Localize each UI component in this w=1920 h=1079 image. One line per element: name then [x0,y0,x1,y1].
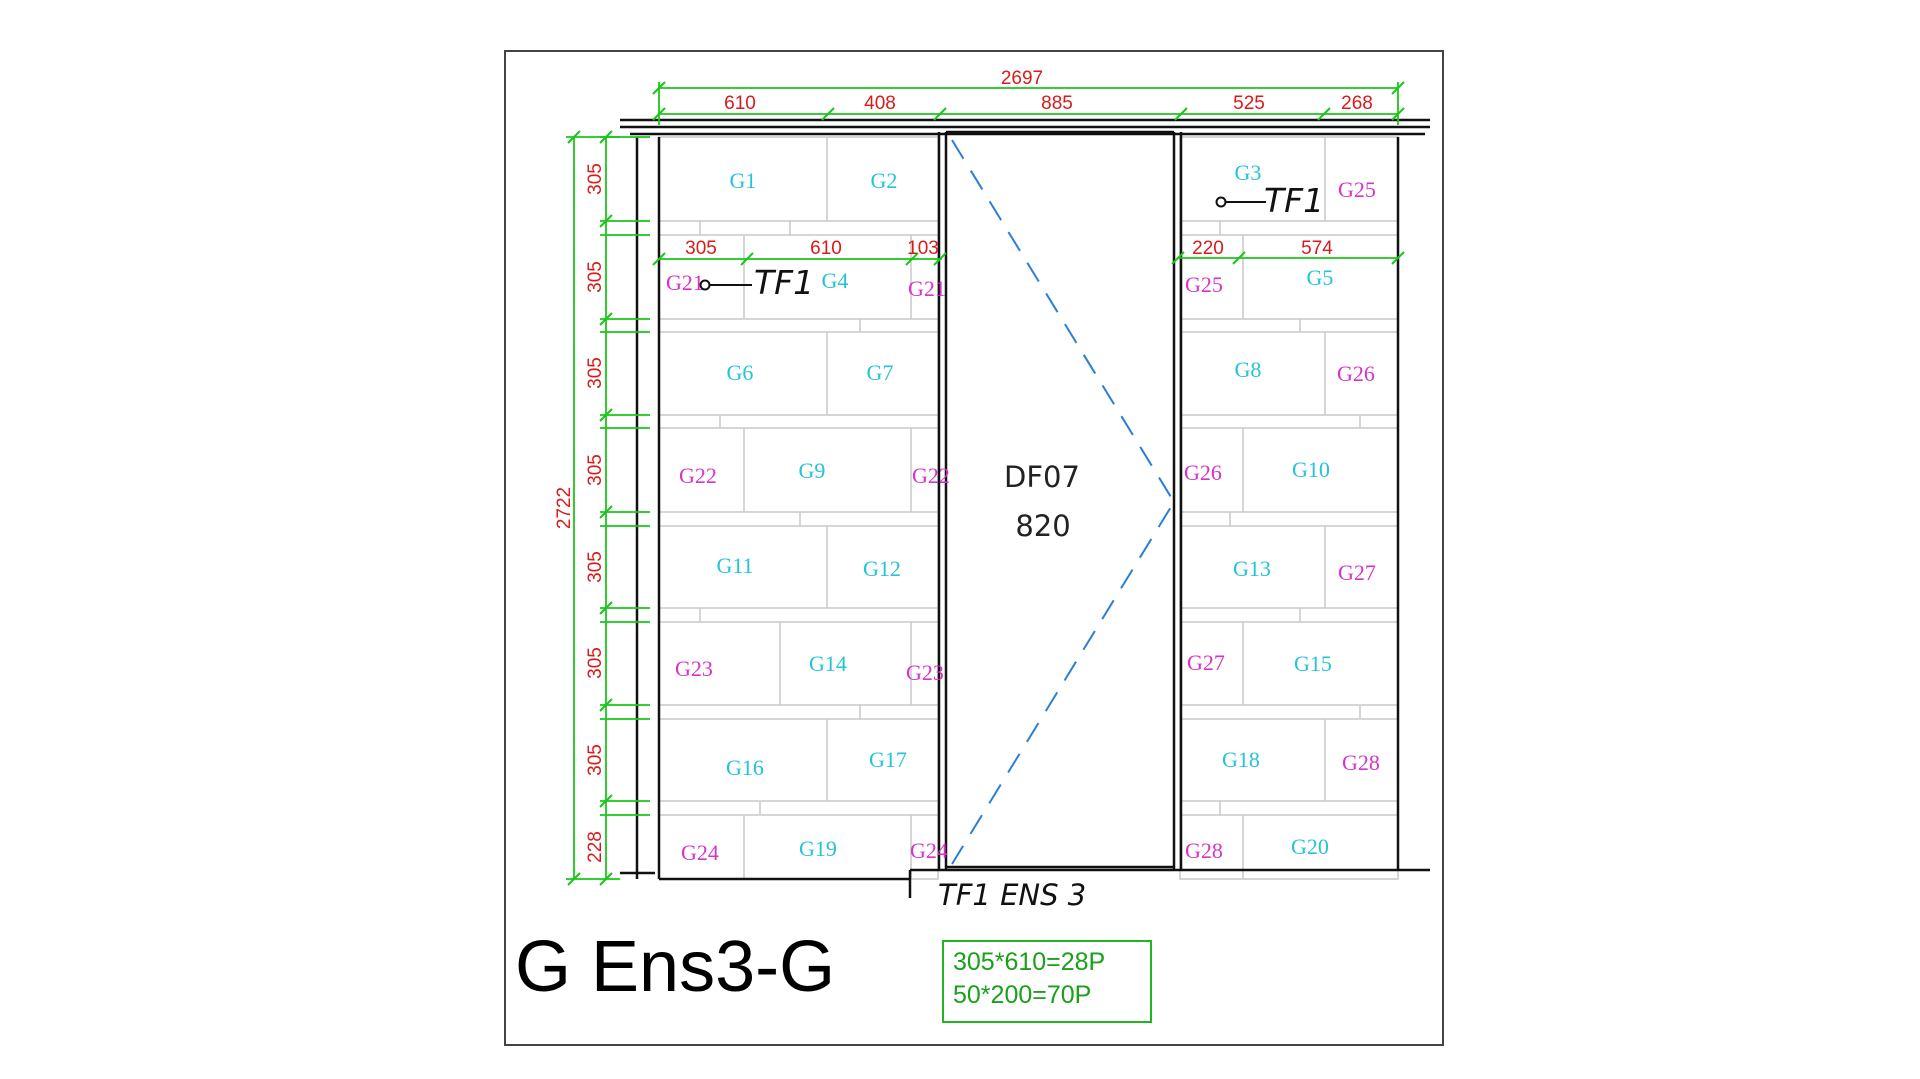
row-height-label: 228 [585,831,606,863]
bottom-note: TF1 ENS 3 [938,878,1086,912]
dimension-labels: 2697 610 408 885 525 268 305 610 103 220… [554,68,1373,863]
legend-box [942,940,1152,1023]
row-height-label: 305 [585,454,606,486]
inner-segment-label: 305 [685,238,717,259]
panel-label: G9 [799,458,826,483]
panel-label: G23 [675,656,713,681]
panel-label: G3 [1235,160,1262,185]
panel-label: G27 [1187,650,1225,675]
panel-label: G21 [908,276,946,301]
inner-segment-label: 610 [810,238,842,259]
panel-label: G15 [1294,651,1332,676]
tf1-marker-right: TF1 [1215,181,1324,220]
panel-label: G24 [910,838,948,863]
marker-dot-icon [699,279,711,291]
panel-label: G14 [809,651,847,676]
row-height-label: 305 [585,357,606,389]
panel-label: G28 [1342,750,1380,775]
panel-label: G8 [1235,357,1262,382]
panel-label: G22 [679,463,717,488]
panel-label: G26 [1184,460,1222,485]
door-code: DF07 [1004,460,1080,494]
panel-label: G10 [1292,457,1330,482]
drawing-title: G Ens3-G [515,927,835,1007]
panel-label: G21 [666,270,704,295]
tf1-label: TF1 [754,263,814,302]
panel-label: G17 [869,747,907,772]
panel-label: G7 [867,360,894,385]
top-segment-label: 525 [1233,93,1265,114]
panel-label: G11 [716,553,753,578]
row-height-label: 305 [585,647,606,679]
inner-segment-label: 220 [1192,238,1224,259]
row-height-label: 305 [585,261,606,293]
panel-labels-secondary: G21 G21 G22 G22 G23 G23 G24 G24 G25 G25 … [666,177,1380,865]
tf1-label: TF1 [1264,181,1324,220]
top-segment-label: 610 [724,93,756,114]
top-segment-label: 408 [864,93,896,114]
panel-label: G16 [726,755,764,780]
panel-label: G13 [1233,556,1271,581]
panel-label: G2 [871,168,898,193]
top-segment-label: 885 [1041,93,1073,114]
legend-line: 50*200=70P [953,981,1091,1009]
panel-label: G28 [1185,838,1223,863]
legend-line: 305*610=28P [953,948,1105,976]
panel-label: G22 [912,463,950,488]
panel-label: G1 [730,168,757,193]
inner-segment-label: 574 [1301,238,1333,259]
panel-label: G27 [1338,560,1376,585]
panel-label: G19 [799,836,837,861]
door-width: 820 [1015,509,1070,543]
panel-label: G12 [863,556,901,581]
panel-label: G23 [906,660,944,685]
panel-labels-primary: G1 G2 G3 G4 G5 G6 G7 G8 G9 G10 G11 G12 G… [716,160,1333,861]
overall-width-label: 2697 [1001,68,1043,89]
panel-label: G25 [1338,177,1376,202]
marker-dot-icon [1215,196,1227,208]
panel-label: G5 [1307,265,1334,290]
inner-segment-label: 103 [907,238,939,259]
panel-label: G25 [1185,272,1223,297]
top-segment-label: 268 [1341,93,1373,114]
panel-label: G18 [1222,747,1260,772]
panel-label: G4 [822,268,849,293]
row-height-label: 305 [585,163,606,195]
panel-label: G20 [1291,834,1329,859]
overall-height-label: 2722 [554,487,575,529]
tf1-marker-left: TF1 [699,263,814,302]
row-height-label: 305 [585,744,606,776]
panel-label: G24 [681,840,719,865]
row-height-label: 305 [585,551,606,583]
panel-label: G26 [1337,361,1375,386]
panel-label: G6 [727,360,754,385]
dimension-lines [566,81,1405,886]
